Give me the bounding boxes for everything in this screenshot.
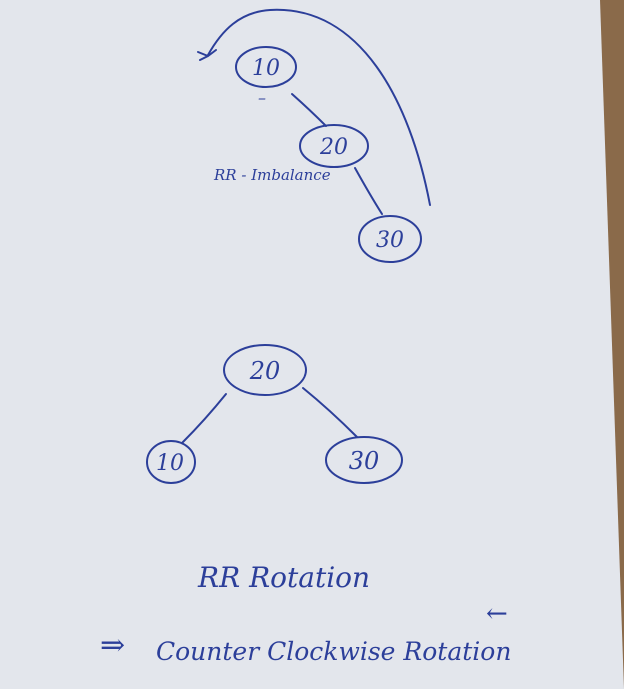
node-10-circle [235, 46, 297, 88]
balance-factor-mark: – [258, 88, 266, 107]
node-30-circle [358, 215, 422, 263]
edge-20-30 [354, 167, 383, 215]
right-30-circle [325, 436, 403, 484]
node-10-label: 10 [252, 56, 280, 81]
root-20-circle [223, 344, 307, 396]
root-20-label: 20 [249, 357, 281, 385]
edge-20-30 [302, 387, 358, 438]
rotation-arrow-head [197, 49, 217, 61]
left-10-label: 10 [156, 451, 184, 476]
edge-20-10 [181, 393, 227, 444]
rotation-arrow [207, 8, 431, 206]
node-20-circle [299, 124, 369, 168]
before-tree [197, 8, 431, 263]
caption-arrow-prefix: ⇒ [100, 628, 125, 663]
after-tree [146, 344, 403, 484]
edge-10-20 [291, 93, 327, 127]
caption-title: RR Rotation [197, 561, 370, 594]
left-10-circle [146, 440, 196, 484]
right-30-label: 30 [349, 447, 380, 475]
node-30-label: 30 [376, 228, 404, 253]
caption-note: Counter Clockwise Rotation [156, 637, 511, 666]
caption-arrow-suffix: ← [486, 599, 508, 629]
node-20-label: 20 [319, 135, 348, 160]
imbalance-label: RR - Imbalance [213, 166, 331, 184]
